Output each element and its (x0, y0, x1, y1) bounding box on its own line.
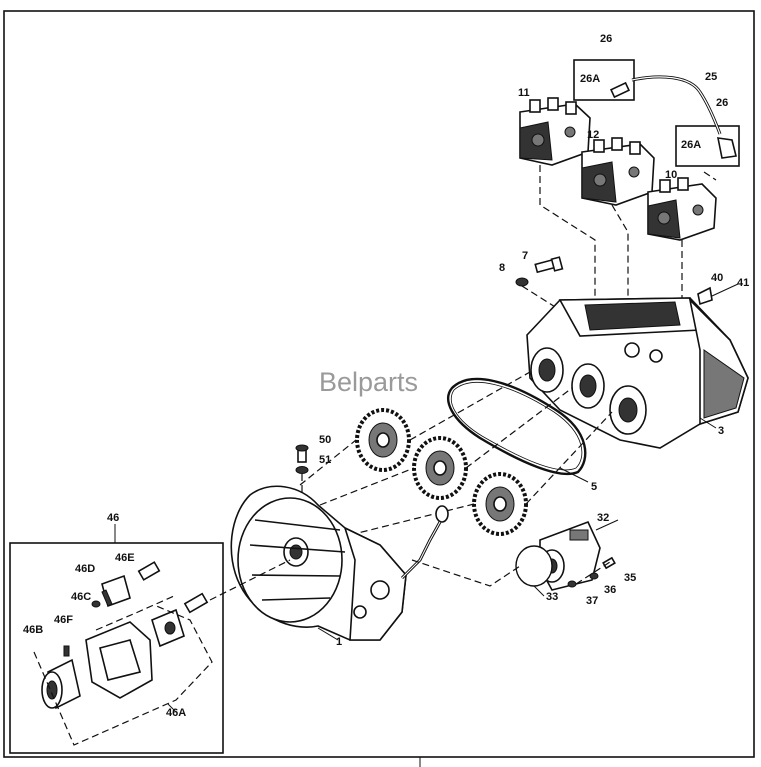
nut-37[interactable] (567, 580, 577, 588)
callout-26-top: 26 (600, 33, 612, 45)
callout-50: 50 (319, 434, 331, 446)
callout-8: 8 (499, 262, 505, 274)
callout-46e: 46E (115, 552, 135, 564)
callout-46c: 46C (71, 591, 91, 603)
callout-46: 46 (107, 512, 119, 524)
fitting-26a-right[interactable] (716, 137, 737, 159)
plug-40[interactable] (697, 286, 713, 306)
callout-1: 1 (336, 636, 342, 648)
callout-32: 32 (597, 512, 609, 524)
callout-46b: 46B (23, 624, 43, 636)
hub-flange[interactable] (151, 608, 185, 648)
coupling-hub-46d[interactable] (101, 574, 131, 608)
washer-36[interactable] (589, 572, 599, 580)
callout-51: 51 (319, 454, 331, 466)
washer-8[interactable] (515, 277, 529, 287)
watermark-text: Belparts (319, 367, 418, 397)
gear-middle[interactable] (412, 436, 468, 500)
gasket-5[interactable] (447, 377, 587, 476)
callout-33: 33 (546, 591, 558, 603)
dipstick-tube[interactable] (400, 505, 449, 580)
detail-box-26a-right (675, 125, 740, 167)
pin-46b[interactable] (63, 645, 70, 657)
callout-5: 5 (591, 481, 597, 493)
callout-11: 11 (518, 87, 530, 99)
callout-40: 40 (711, 272, 723, 284)
callout-7: 7 (522, 250, 528, 262)
callout-41: 41 (737, 277, 749, 289)
callout-12: 12 (587, 129, 599, 141)
bolt-50[interactable] (295, 444, 309, 463)
gear-upper[interactable] (355, 408, 411, 472)
callout-46f: 46F (54, 614, 73, 626)
diagram-frame (3, 10, 755, 758)
coupling-hub-46b[interactable] (41, 658, 81, 710)
callout-46d: 46D (75, 563, 95, 575)
detail-box-46 (9, 542, 224, 754)
callout-46a: 46A (166, 707, 186, 719)
set-screw-46e[interactable] (137, 561, 161, 581)
callout-37: 37 (586, 595, 598, 607)
valve-section-11[interactable] (519, 97, 591, 166)
screw-46c[interactable] (91, 600, 101, 608)
callout-35: 35 (624, 572, 636, 584)
callout-26a-top: 26A (580, 73, 600, 85)
callout-10: 10 (665, 169, 677, 181)
valve-section-10[interactable] (647, 177, 717, 241)
callout-36: 36 (604, 584, 616, 596)
transmission-housing-3[interactable] (526, 297, 749, 449)
seal-33[interactable] (515, 545, 553, 587)
coupling-insert-46f[interactable] (85, 621, 153, 699)
coupling-bolt[interactable] (183, 592, 209, 614)
front-cover-1[interactable] (230, 485, 407, 641)
callout-26a-right: 26A (681, 139, 701, 151)
callout-26-right: 26 (716, 97, 728, 109)
fitting-26a-top[interactable] (609, 81, 631, 99)
callout-3: 3 (718, 425, 724, 437)
valve-section-12[interactable] (581, 137, 655, 206)
bolt-7[interactable] (534, 256, 564, 274)
washer-51[interactable] (295, 466, 309, 474)
gear-lower[interactable] (472, 472, 528, 536)
callout-25: 25 (705, 71, 717, 83)
